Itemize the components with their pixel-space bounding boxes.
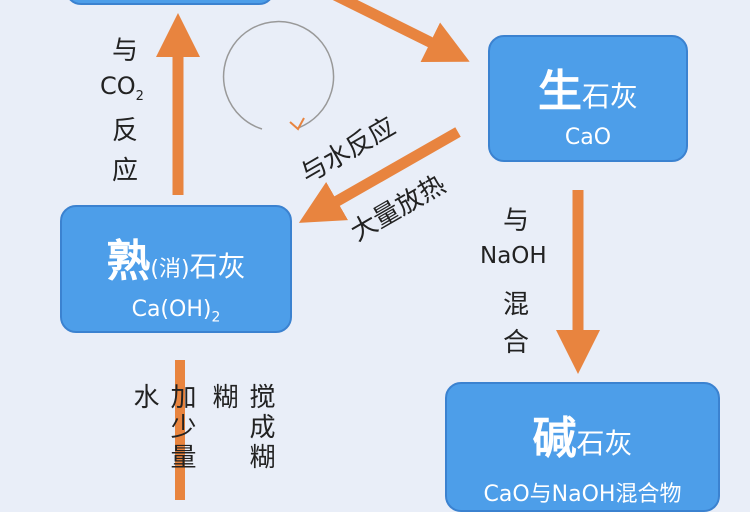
soda-formula: CaO与NaOH混合物	[483, 482, 682, 507]
co2-text: CO	[100, 72, 136, 100]
add-water-label: 加少量水	[129, 383, 196, 473]
quicklime-box: 生石灰 CaO	[488, 35, 688, 162]
arrow-water	[298, 127, 461, 223]
slaked-formula: Ca(OH)2	[62, 297, 290, 325]
soda-lime-box: 碱石灰 CaO与NaOH混合物	[445, 382, 720, 512]
paste-label: 搅成糊糊	[208, 383, 275, 473]
slaked-rest: 石灰	[189, 250, 246, 283]
co2-label-4: 应	[112, 156, 139, 186]
quicklime-rest: 石灰	[581, 80, 638, 113]
cycle-arrow-icon	[222, 20, 335, 130]
slaked-formula-sub: 2	[211, 309, 221, 326]
soda-main: 碱	[532, 413, 577, 464]
naoh-label-3: 混	[503, 290, 530, 320]
slaked-paren: (消)	[150, 257, 190, 282]
soda-rest: 石灰	[576, 427, 633, 460]
slaked-main: 熟	[106, 236, 151, 287]
co2-sub: 2	[135, 88, 144, 104]
naoh-label-4: 合	[503, 328, 530, 358]
top-box	[65, 0, 275, 5]
quicklime-formula: CaO	[564, 125, 612, 150]
co2-label-3: 反	[112, 116, 139, 146]
slaked-lime-box: 熟(消)石灰 Ca(OH)2	[60, 205, 292, 333]
naoh-label-2: NaOH	[480, 243, 547, 269]
slaked-formula-text: Ca(OH)	[131, 297, 212, 322]
quicklime-main: 生	[537, 66, 582, 117]
co2-label-2: CO2	[100, 72, 144, 104]
arrows-layer	[156, 0, 600, 500]
co2-label-1: 与	[112, 36, 139, 66]
arrow-to-quicklime	[332, 0, 470, 62]
naoh-label-1: 与	[503, 206, 530, 236]
